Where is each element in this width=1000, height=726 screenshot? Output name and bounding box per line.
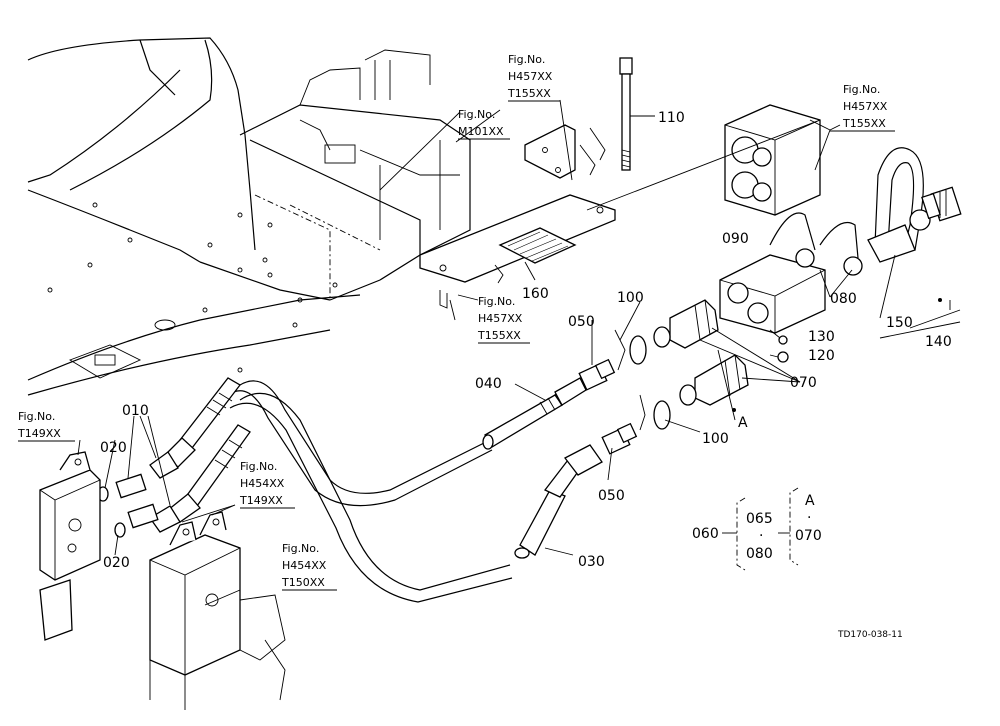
tractor-body [27,37,471,396]
svg-text:Fig.No.: Fig.No. [18,410,55,423]
svg-text:H457XX: H457XX [478,312,523,325]
part-label-020-upper: 020 [100,440,127,456]
svg-text:T149XX: T149XX [239,494,283,507]
assembly-legend: 060 065 · 080 A · 070 [692,493,822,562]
part-label-010: 010 [122,403,149,419]
svg-text:T155XX: T155XX [507,87,551,100]
nut-120 [777,351,789,363]
coupler-070-upper [653,299,719,349]
part-label-100-upper: 100 [617,290,644,306]
oring-020-lower [114,522,126,538]
part-label-090: 090 [722,231,749,247]
marker-dot-a [732,408,736,412]
fig-ref-h457-mid: Fig.No. H457XX T155XX [477,295,530,344]
svg-text:070: 070 [795,528,822,544]
adapter-050-lower [601,422,638,455]
part-label-110: 110 [658,110,685,126]
svg-text:A: A [805,493,815,509]
bolt-110 [619,57,633,171]
fig-ref-h457-top: Fig.No. H457XX T155XX [507,53,560,102]
adapter-010 [115,473,159,529]
part-label-120: 120 [808,348,835,364]
svg-text:080: 080 [746,546,773,562]
svg-text:T149XX: T149XX [17,427,61,440]
leader-lines [77,99,961,606]
svg-text:H454XX: H454XX [282,559,327,572]
svg-text:Fig.No.: Fig.No. [240,460,277,473]
part-label-050-upper: 050 [568,314,595,330]
hose-end-upper [149,377,241,479]
part-label-080: 080 [830,291,857,307]
clip-upper [614,329,626,371]
legend-brackets [736,487,799,571]
washer-130 [778,335,788,345]
part-label-140: 140 [925,334,952,350]
fig-ref-h457-right: Fig.No. H457XX T155XX [830,83,895,132]
part-label-150: 150 [886,315,913,331]
svg-text:T150XX: T150XX [281,576,325,589]
coupler-070-lower [679,354,749,406]
svg-text:·: · [807,510,811,526]
seal-100-upper [629,335,647,365]
svg-text:Fig.No.: Fig.No. [478,295,515,308]
dust-caps [769,212,863,276]
clip-lower [639,394,646,431]
quick-coupler-140 [921,186,962,222]
svg-text:065: 065 [746,511,773,527]
svg-text:H457XX: H457XX [843,100,888,113]
seal-100-lower [653,400,671,430]
marker-dot-140 [938,298,942,302]
svg-text:Fig.No.: Fig.No. [508,53,545,66]
hose-030 [229,392,603,603]
part-label-030: 030 [578,554,605,570]
part-label-130: 130 [808,329,835,345]
svg-text:Fig.No.: Fig.No. [843,83,880,96]
control-valve [39,451,286,710]
svg-text:T155XX: T155XX [477,329,521,342]
svg-text:Fig.No.: Fig.No. [458,108,495,121]
fig-ref-m101: Fig.No. M101XX [458,108,510,140]
part-label-050-lower: 050 [598,488,625,504]
fig-ref-t149: Fig.No. T149XX [17,410,75,442]
svg-text:T155XX: T155XX [842,117,886,130]
part-label-100-lower: 100 [702,431,729,447]
part-label-a: A [738,415,748,431]
svg-text:M101XX: M101XX [458,125,504,138]
fig-ref-h454-t149: Fig.No. H454XX T149XX [239,460,295,509]
part-label-040: 040 [475,376,502,392]
part-label-070: 070 [790,375,817,391]
diagram-code: TD170-038-11 [837,630,903,640]
adapter-050-upper [578,358,616,391]
mounting-bracket [419,124,616,309]
svg-text:Fig.No.: Fig.No. [282,542,319,555]
svg-text:H454XX: H454XX [240,477,285,490]
svg-text:H457XX: H457XX [508,70,553,83]
u-bracket-150 [867,147,931,263]
hose-end-lower [149,424,251,533]
coupler-holder-090 [719,254,826,334]
fig-ref-h454-t150: Fig.No. H454XX T150XX [281,542,337,591]
part-label-160: 160 [522,286,549,302]
part-label-020-lower: 020 [103,555,130,571]
coupler-holder-top [724,104,821,216]
svg-text:060: 060 [692,526,719,542]
svg-text:·: · [759,528,763,544]
